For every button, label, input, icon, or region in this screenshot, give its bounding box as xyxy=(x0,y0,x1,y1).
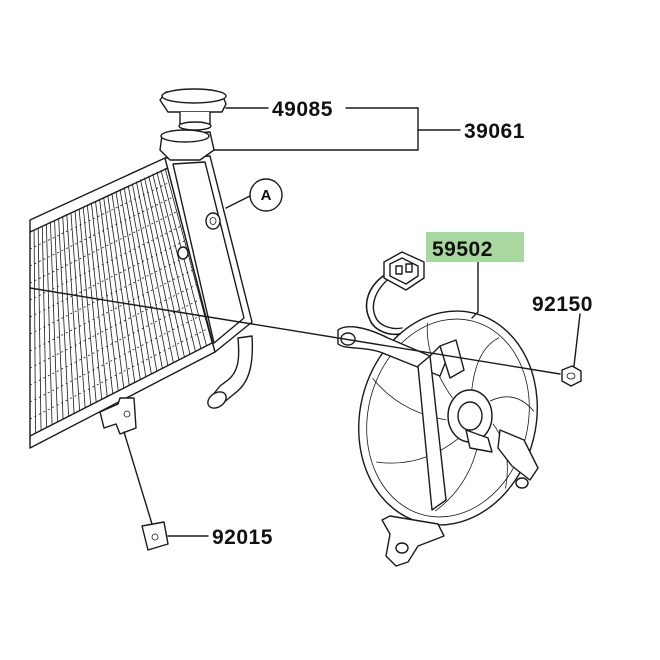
bolt-92015 xyxy=(141,521,169,551)
part-labels: 49085 39061 59502 92150 92015 xyxy=(212,98,593,549)
callout-a: A xyxy=(249,178,283,212)
callout-a-letter: A xyxy=(261,187,272,204)
leader-lines xyxy=(29,107,581,537)
part-label-49085: 49085 xyxy=(272,98,333,121)
part-label-59502: 59502 xyxy=(432,238,493,261)
part-label-92015: 92015 xyxy=(212,526,273,549)
fan-assembly xyxy=(337,251,539,567)
radiator-cap xyxy=(159,88,227,131)
part-highlight-59502 xyxy=(426,232,524,262)
part-label-92150: 92150 xyxy=(532,293,593,316)
radiator-side-tank xyxy=(99,129,254,435)
nut-92150 xyxy=(561,365,582,387)
part-label-39061: 39061 xyxy=(464,120,525,143)
